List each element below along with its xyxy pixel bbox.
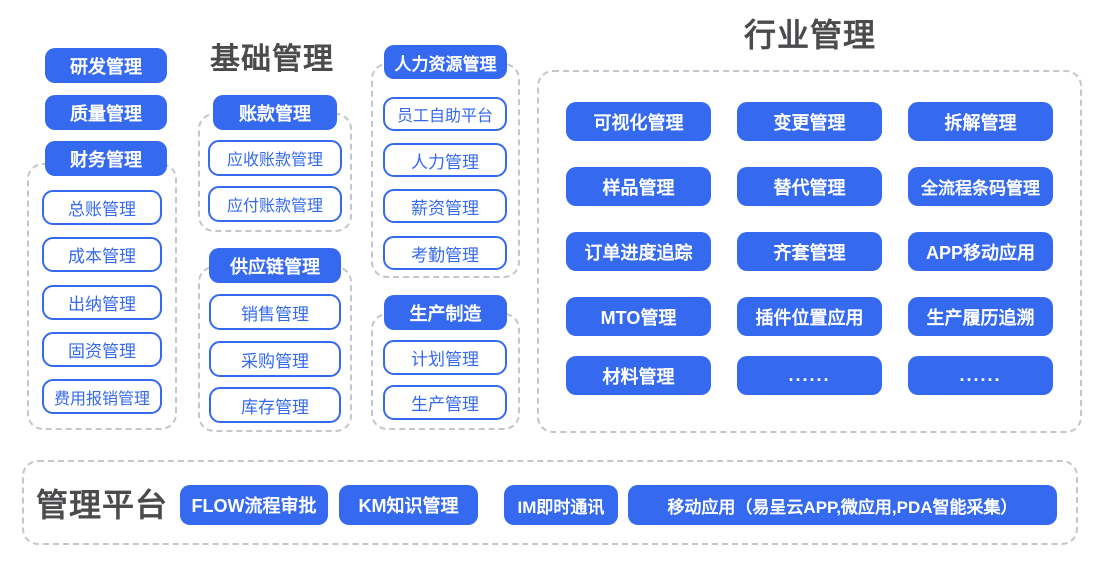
industry-item-button: APP移动应用 bbox=[908, 232, 1053, 271]
industry-item-button: 替代管理 bbox=[737, 167, 882, 206]
base-management-title: 基础管理 bbox=[210, 43, 334, 76]
finance-item-button: 固资管理 bbox=[42, 332, 162, 367]
industry-management-title: 行业管理 bbox=[743, 17, 876, 53]
industry-item-button: 齐套管理 bbox=[737, 232, 882, 271]
finance-item-button: 出纳管理 bbox=[42, 285, 162, 320]
industry-item-button: 可视化管理 bbox=[566, 102, 711, 141]
platform-item-button: KM知识管理 bbox=[339, 485, 478, 525]
hr-header-button: 人力资源管理 bbox=[384, 45, 507, 79]
accounts-header-button: 账款管理 bbox=[213, 95, 337, 130]
platform-group-box bbox=[22, 460, 1078, 545]
platform-title: 管理平台 bbox=[36, 487, 169, 523]
platform-item-button: 移动应用（易呈云APP,微应用,PDA智能采集） bbox=[628, 485, 1057, 525]
hr-item-button: 员工自助平台 bbox=[383, 97, 507, 131]
supply-chain-header-button: 供应链管理 bbox=[209, 248, 341, 283]
platform-item-button: FLOW流程审批 bbox=[180, 485, 328, 525]
finance-item-button: 费用报销管理 bbox=[42, 379, 162, 414]
supply-chain-item-button: 销售管理 bbox=[209, 294, 341, 330]
industry-item-button: 生产履历追溯 bbox=[908, 297, 1053, 336]
finance-item-button: 成本管理 bbox=[42, 237, 162, 272]
supply-chain-item-button: 采购管理 bbox=[209, 341, 341, 377]
accounts-item-button: 应付账款管理 bbox=[208, 186, 342, 222]
finance-header-button: 财务管理 bbox=[45, 141, 167, 176]
industry-item-button: MTO管理 bbox=[566, 297, 711, 336]
hr-item-button: 考勤管理 bbox=[383, 236, 507, 270]
production-header-button: 生产制造 bbox=[384, 295, 507, 330]
platform-item-button: IM即时通讯 bbox=[504, 485, 618, 525]
finance-item-button: 总账管理 bbox=[42, 190, 162, 225]
module-button-rnd: 研发管理 bbox=[45, 48, 167, 83]
industry-item-button: 插件位置应用 bbox=[737, 297, 882, 336]
industry-item-button: 材料管理 bbox=[566, 356, 711, 395]
industry-item-button: ...... bbox=[908, 356, 1053, 395]
module-button-quality: 质量管理 bbox=[45, 95, 167, 130]
production-item-button: 生产管理 bbox=[383, 385, 507, 420]
hr-item-button: 薪资管理 bbox=[383, 189, 507, 223]
industry-item-button: 全流程条码管理 bbox=[908, 167, 1053, 206]
accounts-item-button: 应收账款管理 bbox=[208, 140, 342, 176]
industry-group-box bbox=[537, 70, 1082, 433]
hr-item-button: 人力管理 bbox=[383, 143, 507, 177]
supply-chain-item-button: 库存管理 bbox=[209, 387, 341, 423]
production-item-button: 计划管理 bbox=[383, 340, 507, 375]
industry-item-button: 样品管理 bbox=[566, 167, 711, 206]
industry-item-button: 拆解管理 bbox=[908, 102, 1053, 141]
industry-item-button: 订单进度追踪 bbox=[566, 232, 711, 271]
industry-item-button: 变更管理 bbox=[737, 102, 882, 141]
industry-item-button: ...... bbox=[737, 356, 882, 395]
